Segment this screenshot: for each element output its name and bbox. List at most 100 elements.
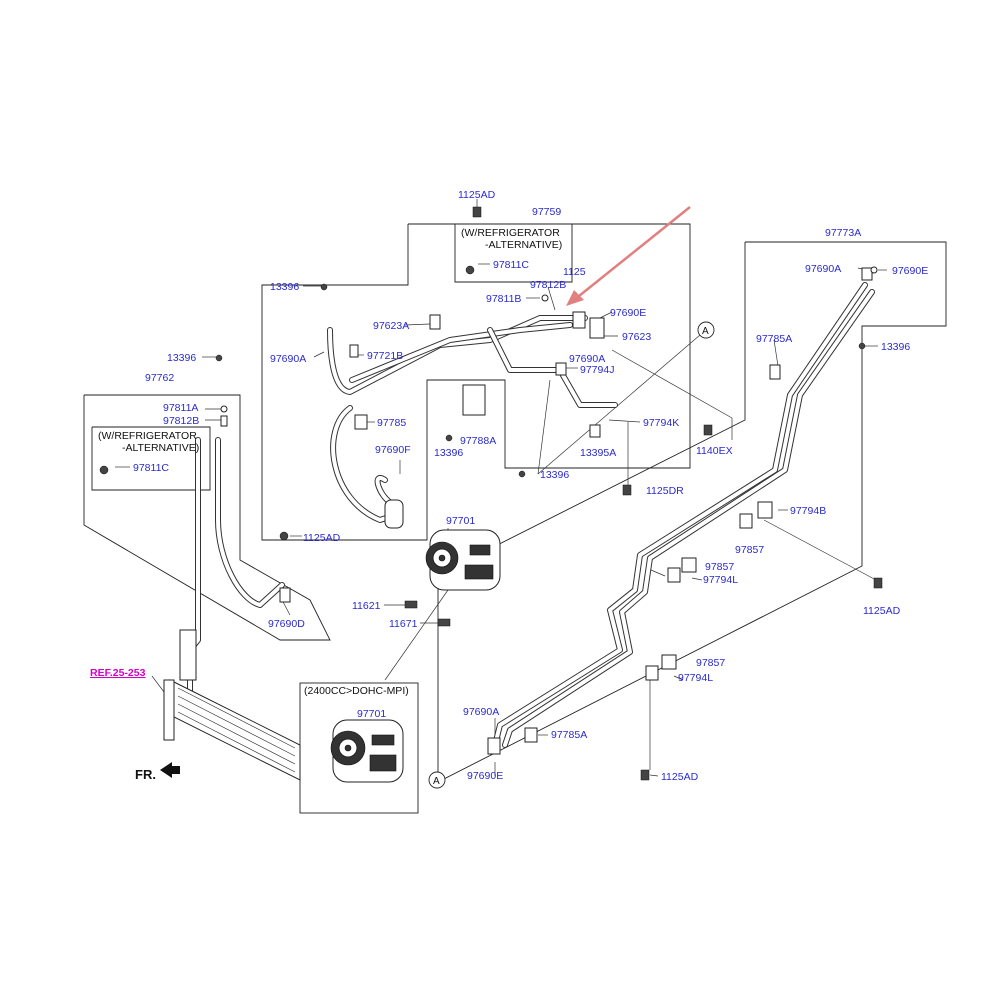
bolt-icon [622,484,632,496]
part-label: 1125AD [458,189,496,201]
condenser-icon [163,629,301,781]
clamp-icon [667,567,681,583]
part-label: 97785A [551,729,587,741]
connector-ref-a-bottom [428,771,446,789]
part-label: 97785 [377,417,406,429]
part-label: 97690F [375,444,411,456]
part-label: 97690A [569,353,605,365]
part-label: 97701 [357,708,386,720]
part-label: 97623 [622,331,651,343]
part-label: 97794L [678,672,713,684]
bolt-icon [518,470,526,478]
bolt-icon [320,283,328,291]
bolt-icon [858,342,866,350]
part-label: 97690A [270,353,306,365]
front-direction-label: FR. [135,767,156,782]
nut-icon [589,424,601,438]
part-label: 97811C [493,259,529,271]
part-label: 97811B [486,293,521,305]
part-label: 11621 [352,600,381,612]
part-label: 97812B [530,279,566,291]
compressor-variant-icon [330,719,404,783]
bolt-icon [279,531,289,541]
bolt-icon [873,577,883,589]
hoses-and-pipes [187,282,875,748]
bolt-icon [445,434,453,442]
part-label: 97857 [735,544,764,556]
leader-lines [115,199,887,777]
part-label: 97690E [467,770,503,782]
part-label: 97794L [703,574,738,586]
part-label: 97794B [790,505,826,517]
clamp-icon [661,654,677,670]
variant-label: (2400CC>DOHC-MPI) [304,685,409,697]
o-ring-icon [220,405,228,413]
connector-ref-a-bottom-label: A [433,776,440,787]
part-label: 11671 [389,618,418,630]
o-ring-icon [870,266,878,274]
part-label: 97788A [460,435,496,447]
highlight-pointer-arrow-icon [566,206,691,306]
connector-ref-a-top-label: A [702,326,709,337]
valve-icon [354,414,368,430]
bolt-icon [703,424,713,436]
part-label: 1125AD [863,605,901,617]
bolt-icon [472,206,482,218]
clamp-icon [757,501,773,519]
part-label: 97857 [696,657,725,669]
part-label: 13395A [580,447,616,459]
option-label: (W/REFRIGERATOR [461,227,560,239]
fitting-icon [572,311,586,329]
reference-link[interactable]: REF.25-253 [90,667,146,679]
o-ring-icon [541,294,549,302]
part-label: 13396 [881,341,910,353]
part-label: 97773A [825,227,861,239]
part-label: 13396 [167,352,196,364]
option-label: -ALTERNATIVE) [485,239,562,251]
bolt-icon [640,769,650,781]
part-label: 97759 [532,206,561,218]
front-direction-arrow-icon [160,762,180,778]
bracket-icon [429,314,441,330]
part-label: 1125AD [303,532,341,544]
part-label: 13396 [540,469,569,481]
part-label: 97762 [145,372,174,384]
clamp-icon [739,513,753,529]
clamp-icon [681,557,697,573]
fitting-icon [279,587,291,603]
part-label: 97690D [268,618,305,630]
part-label: 97701 [446,515,475,527]
clamp-icon [645,665,659,681]
option-label: -ALTERNATIVE) [122,442,199,454]
bolt-icon [215,354,223,362]
components: A A [99,206,883,789]
part-label: 97690A [805,263,841,275]
fitting-icon [349,344,359,358]
part-label: 1125DR [646,485,684,497]
part-label: 97811A [163,402,198,414]
fitting-icon [487,737,501,755]
part-label: 97721B [367,350,403,362]
part-label: 13396 [270,281,299,293]
part-labels: 1125AD 97759 (W/REFRIGERATOR -ALTERNATIV… [90,189,928,783]
option-label: (W/REFRIGERATOR [98,430,197,442]
valve-icon [769,364,781,380]
bolt-icon [99,465,109,475]
part-label: 1140EX [696,445,733,457]
part-label: 97794K [643,417,679,429]
fitting-icon [861,267,873,281]
part-label: 97812B [163,415,199,427]
bolt-icon [465,265,475,275]
part-label: 1125 [563,266,586,278]
part-label: 97785A [756,333,792,345]
part-label: 97690A [463,706,499,718]
sensor-icon [589,317,605,339]
part-label: 97811C [133,462,169,474]
part-label: 97690E [892,265,928,277]
part-label: 1125AD [661,771,699,783]
bracket-icon [462,384,486,416]
fitting-icon [220,415,228,427]
bolt-icon [437,618,451,627]
part-label: 13396 [434,447,463,459]
